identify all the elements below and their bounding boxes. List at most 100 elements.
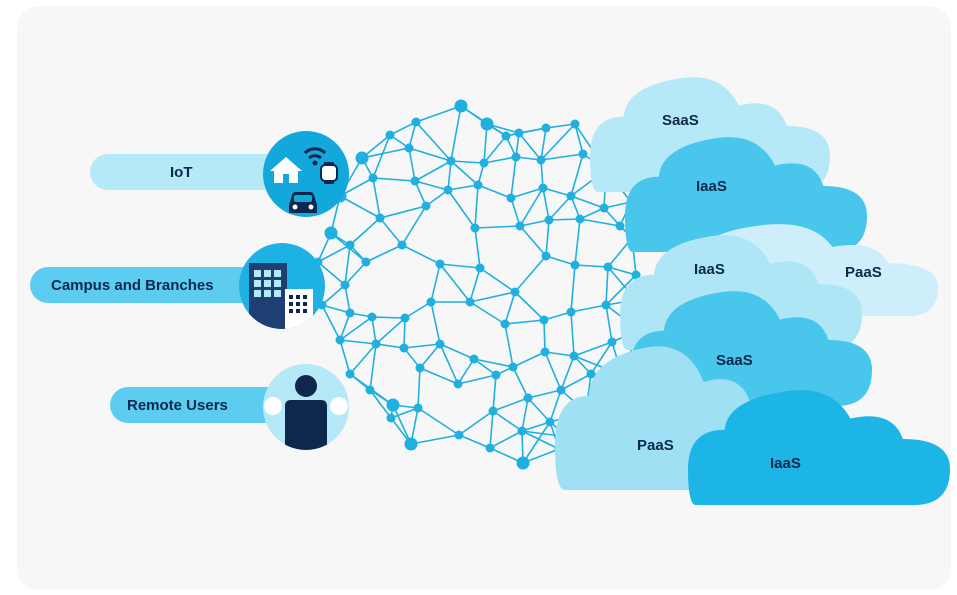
- mesh-link: [483, 156, 517, 164]
- mesh-link: [349, 217, 381, 246]
- mesh-link: [607, 266, 637, 276]
- mesh-link: [417, 367, 421, 409]
- mesh-link: [570, 153, 584, 197]
- mesh-link: [570, 304, 607, 313]
- mesh-node: [599, 203, 609, 213]
- mesh-link: [492, 374, 497, 412]
- cloud-paas-label: PaaS: [845, 264, 882, 281]
- mesh-link: [344, 261, 367, 286]
- mesh-node: [545, 417, 555, 427]
- mesh-link: [439, 263, 481, 269]
- cloud-iaas-label: IaaS: [770, 455, 801, 472]
- mesh-link: [540, 159, 544, 189]
- mesh-link: [514, 291, 545, 321]
- mesh-node: [570, 119, 580, 129]
- mesh-link: [371, 316, 406, 319]
- mesh-link: [545, 255, 576, 266]
- campus-label: Campus and Branches: [51, 276, 214, 294]
- mesh-link: [489, 410, 494, 449]
- mesh-link: [544, 351, 562, 391]
- mesh-link: [570, 195, 605, 209]
- mesh-link: [474, 184, 479, 229]
- mesh-link: [570, 264, 576, 313]
- mesh-link: [473, 358, 514, 368]
- mesh-node: [566, 307, 576, 317]
- mesh-link: [447, 160, 452, 191]
- mesh-link: [489, 430, 523, 449]
- cloud-iaas-shape: [625, 137, 867, 252]
- mesh-node: [375, 213, 385, 223]
- mesh-node: [506, 193, 516, 203]
- mesh-node: [540, 347, 550, 357]
- mesh-link: [458, 410, 494, 436]
- remote-users-label: Remote Users: [127, 396, 228, 414]
- mesh-node: [631, 270, 641, 280]
- mesh-node: [345, 308, 355, 318]
- mesh-node: [454, 430, 464, 440]
- mesh-link: [469, 291, 516, 303]
- mesh-link: [574, 123, 584, 155]
- mesh-link: [548, 218, 581, 221]
- mesh-link: [510, 197, 521, 227]
- mesh-link: [540, 127, 547, 161]
- mesh-node: [541, 123, 551, 133]
- mesh-link: [549, 389, 562, 423]
- mesh-node: [340, 280, 350, 290]
- mesh-link: [321, 284, 346, 306]
- mesh-link: [430, 301, 441, 345]
- mesh-link: [521, 430, 560, 450]
- mesh-link: [369, 343, 377, 391]
- mesh-node: [410, 176, 420, 186]
- mesh-link: [401, 205, 427, 246]
- mesh-node: [367, 312, 377, 322]
- mesh-link: [408, 147, 416, 182]
- mesh-node: [539, 315, 549, 325]
- mesh-link: [401, 244, 441, 265]
- mesh-link: [414, 180, 449, 191]
- mesh-link: [543, 319, 546, 353]
- mesh-node: [435, 339, 445, 349]
- mesh-link: [483, 123, 488, 164]
- mesh-link: [504, 291, 516, 325]
- mesh-node: [601, 300, 611, 310]
- buildings-icon: [239, 243, 325, 329]
- mesh-link: [469, 267, 481, 303]
- mesh-node: [514, 128, 524, 138]
- mesh-node: [324, 226, 338, 240]
- mesh-link: [365, 244, 403, 263]
- mesh-link: [417, 407, 460, 436]
- mesh-node: [469, 354, 479, 364]
- mesh-link: [540, 153, 584, 161]
- mesh-link: [505, 127, 547, 137]
- mesh-link: [560, 373, 592, 391]
- mesh-node: [371, 339, 381, 349]
- mesh-link: [344, 244, 351, 286]
- mesh-node: [400, 313, 410, 323]
- mesh-node: [465, 297, 475, 307]
- remote-user-icon: [263, 364, 349, 450]
- mesh-node: [536, 155, 546, 165]
- mesh-node: [578, 149, 588, 159]
- cloud-iaas-label: IaaS: [696, 178, 727, 195]
- mesh-link: [361, 147, 410, 159]
- mesh-link: [512, 366, 529, 399]
- cloud-paas-label: PaaS: [637, 437, 674, 454]
- mesh-link: [404, 301, 432, 319]
- mesh-node: [538, 183, 548, 193]
- mesh-link: [390, 407, 419, 419]
- mesh-node: [480, 117, 494, 131]
- mesh-node: [569, 351, 579, 361]
- mesh-link: [519, 187, 544, 227]
- mesh-link: [590, 341, 613, 375]
- mesh-link: [504, 323, 514, 368]
- mesh-link: [477, 184, 512, 199]
- mesh-node: [443, 185, 453, 195]
- mesh-node: [365, 385, 375, 395]
- mesh-link: [458, 434, 491, 449]
- mesh-node: [491, 370, 501, 380]
- mesh-link: [512, 351, 546, 368]
- mesh-node: [475, 263, 485, 273]
- mesh-node: [411, 117, 421, 127]
- mesh-node: [335, 335, 345, 345]
- mesh-link: [339, 339, 351, 375]
